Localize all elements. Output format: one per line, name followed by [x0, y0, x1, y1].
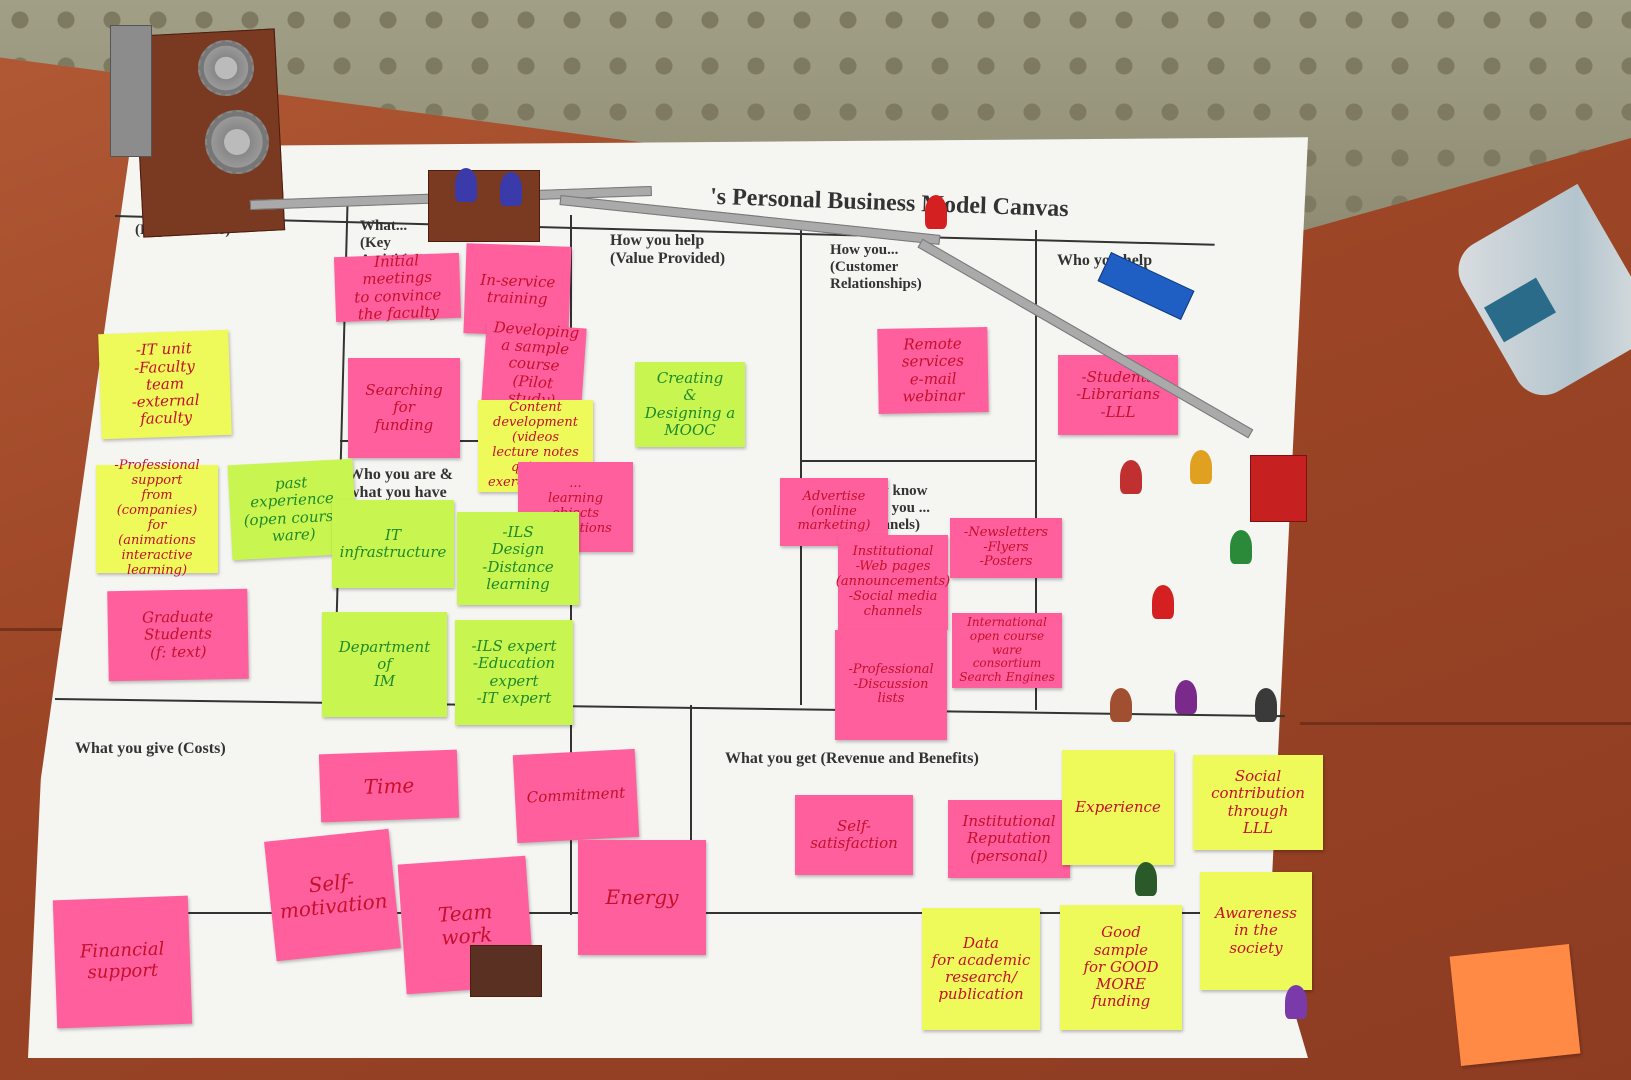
- sticky-note: Experience: [1062, 750, 1174, 865]
- sticky-note: Graduate Students (f: text): [107, 588, 249, 682]
- canvas-divider-v4: [1035, 230, 1037, 710]
- sticky-note: -ILS Design -Distance learning: [457, 512, 579, 605]
- lego-minifigure: [1110, 688, 1132, 722]
- sticky-note: -Professional -Discussion lists: [835, 630, 947, 740]
- block-costs: What you give (Costs): [75, 740, 226, 757]
- lego-base-plate: [1250, 455, 1307, 522]
- sticky-note: Time: [318, 749, 460, 823]
- canvas-divider-v5: [690, 705, 692, 915]
- sticky-note: Institutional Reputation (personal): [948, 800, 1070, 878]
- sticky-note: -Professional support from (companies) f…: [96, 458, 218, 578]
- lego-gear: [198, 40, 254, 96]
- sticky-note: Social contribution through LLL: [1193, 755, 1323, 850]
- sticky-note: -ILS expert -Education expert -IT expert: [455, 620, 573, 725]
- block-revenue: What you get (Revenue and Benefits): [725, 750, 979, 767]
- lego-minifigure: [1190, 450, 1212, 484]
- lego-minifigure: [1152, 585, 1174, 619]
- lego-minifigure: [925, 195, 947, 229]
- sticky-note: International open course ware consortiu…: [952, 613, 1062, 688]
- sticky-note: Developing a sample course (Pilot study): [481, 318, 587, 409]
- sticky-note: -IT unit -Faculty team -external faculty: [98, 329, 232, 440]
- canvas-divider-h2: [800, 460, 1035, 462]
- sticky-note-pad: [1449, 944, 1581, 1066]
- lego-base-plate: [470, 945, 542, 997]
- sticky-note: Self- satisfaction: [795, 795, 913, 875]
- sticky-note: IT infrastructure: [332, 500, 454, 588]
- lego-minifigure: [1175, 680, 1197, 714]
- sticky-note: Searching for funding: [348, 358, 460, 458]
- sticky-note: Department of IM: [322, 612, 447, 717]
- block-value-provided: How you help (Value Provided): [610, 232, 726, 267]
- sticky-note: Energy: [578, 840, 706, 955]
- sticky-note: Good sample for GOOD MORE funding: [1060, 905, 1182, 1030]
- lego-tower: [110, 25, 152, 157]
- sticky-note: Awareness in the society: [1200, 872, 1312, 990]
- table-seam: [1300, 722, 1631, 725]
- lego-base-plate: [428, 170, 540, 242]
- sticky-note: Commitment: [512, 748, 640, 844]
- lego-minifigure: [1230, 530, 1252, 564]
- sticky-note: -Students -Librarians -LLL: [1058, 355, 1178, 435]
- block-who-you-are: Who you are & what you have: [348, 466, 454, 501]
- sticky-note: Creating & Designing a MOOC: [635, 362, 745, 447]
- lego-minifigure: [455, 168, 477, 202]
- sticky-note: Remote services e-mail webinar: [877, 327, 989, 414]
- sticky-note: Initial meetings to convince the faculty: [333, 251, 462, 323]
- lego-minifigure: [500, 172, 522, 206]
- sticky-note: Self- motivation: [264, 828, 401, 962]
- sticky-note: Institutional -Web pages (announcements)…: [836, 535, 950, 630]
- sticky-note: Data for academic research/ publication: [922, 908, 1040, 1030]
- lego-gear: [205, 110, 269, 174]
- sticky-note: -Newsletters -Flyers -Posters: [950, 518, 1062, 578]
- sticky-note: Financial support: [52, 895, 193, 1029]
- sticky-note: Advertise (online marketing): [780, 478, 888, 546]
- lego-minifigure: [1285, 985, 1307, 1019]
- lego-minifigure: [1135, 862, 1157, 896]
- lego-minifigure: [1255, 688, 1277, 722]
- lego-minifigure: [1120, 460, 1142, 494]
- canvas-divider-v3: [800, 225, 802, 705]
- table-seam: [0, 628, 90, 631]
- block-relationships: How you... (Customer Relationships): [830, 242, 922, 292]
